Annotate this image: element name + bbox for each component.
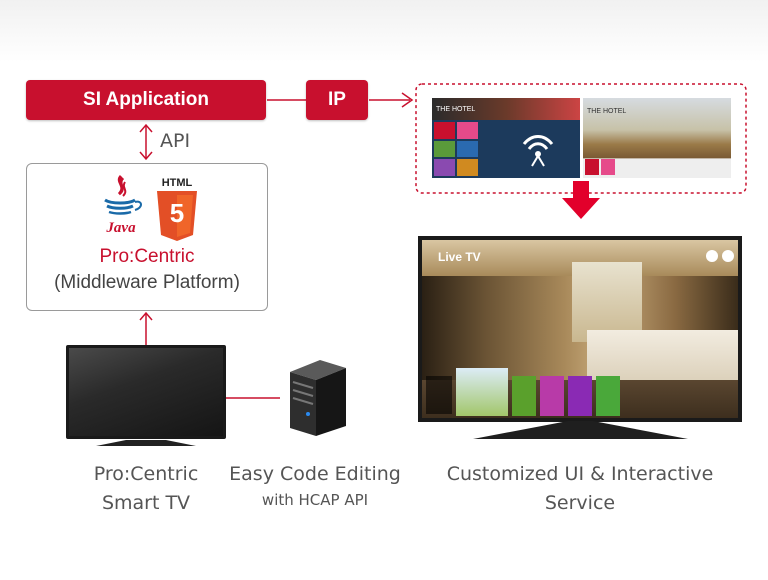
customized-line1: Customized UI & Interactive <box>446 463 714 485</box>
big-tv-launcher <box>422 368 738 418</box>
preview-left-screen: THE HOTEL <box>432 98 580 178</box>
big-tv-live-label: Live TV <box>438 250 481 264</box>
big-tv-top-icon-1 <box>706 250 718 262</box>
procentric-brand: Pro:Centric <box>99 246 195 267</box>
smart-tv-label-line2: Smart TV <box>101 492 191 514</box>
code-editing-label: Easy Code Editing with HCAP API <box>220 460 410 511</box>
preview-right-tiles <box>585 159 615 175</box>
html5-shield-icon <box>157 191 197 241</box>
smart-tv-stand <box>96 440 196 446</box>
smart-tv-screen <box>66 345 226 439</box>
tv-arrow-up-head <box>139 311 153 321</box>
api-label: API <box>160 130 191 152</box>
preview-right-screen: THE HOTEL <box>583 98 731 178</box>
big-tv-window <box>572 262 642 342</box>
launcher-home <box>426 376 452 414</box>
header-band <box>0 0 768 62</box>
big-tv-top-icon-2 <box>722 250 734 262</box>
ip-box: IP <box>306 80 368 120</box>
preview-dashed-frame <box>415 83 747 194</box>
code-editing-line1: Easy Code Editing <box>229 463 401 485</box>
ip-label: IP <box>328 89 346 110</box>
down-arrow <box>562 181 600 219</box>
si-application-box: SI Application <box>26 80 266 120</box>
smart-tv-label-line1: Pro:Centric <box>93 463 199 485</box>
java-icon <box>104 174 142 215</box>
launcher-tile-purple-1 <box>540 376 564 416</box>
launcher-tile-purple-2 <box>568 376 592 416</box>
smart-tv-label: Pro:Centric Smart TV <box>66 460 226 518</box>
big-tv-screen: Live TV <box>418 236 742 422</box>
preview-left-hotel: THE HOTEL <box>436 106 476 113</box>
preview-right-hotel: THE HOTEL <box>587 108 627 115</box>
java-label: Java <box>106 220 136 236</box>
html5-number: 5 <box>169 198 185 228</box>
middleware-box: Java HTML 5 Pro:Centric (Middleware Plat… <box>26 163 268 311</box>
customized-label: Customized UI & Interactive Service <box>430 460 730 518</box>
server-icon <box>290 360 346 436</box>
si-application-label: SI Application <box>83 89 209 110</box>
wifi-icon <box>522 135 554 167</box>
middleware-subtitle: (Middleware Platform) <box>54 272 240 293</box>
code-editing-line2: with HCAP API <box>261 491 369 509</box>
api-arrow-down-head <box>139 151 153 161</box>
launcher-tile-green-2 <box>596 376 620 416</box>
launcher-tile-green <box>512 376 536 416</box>
html-label: HTML <box>161 177 193 189</box>
preview-left-grid <box>434 122 478 176</box>
customized-line2: Service <box>544 492 616 514</box>
preview-left-topbar <box>432 98 580 120</box>
big-tv-stand <box>473 421 688 439</box>
ip-arrow-head <box>401 92 414 108</box>
api-arrow-up-head <box>139 123 153 133</box>
launcher-live-thumb <box>456 368 508 416</box>
